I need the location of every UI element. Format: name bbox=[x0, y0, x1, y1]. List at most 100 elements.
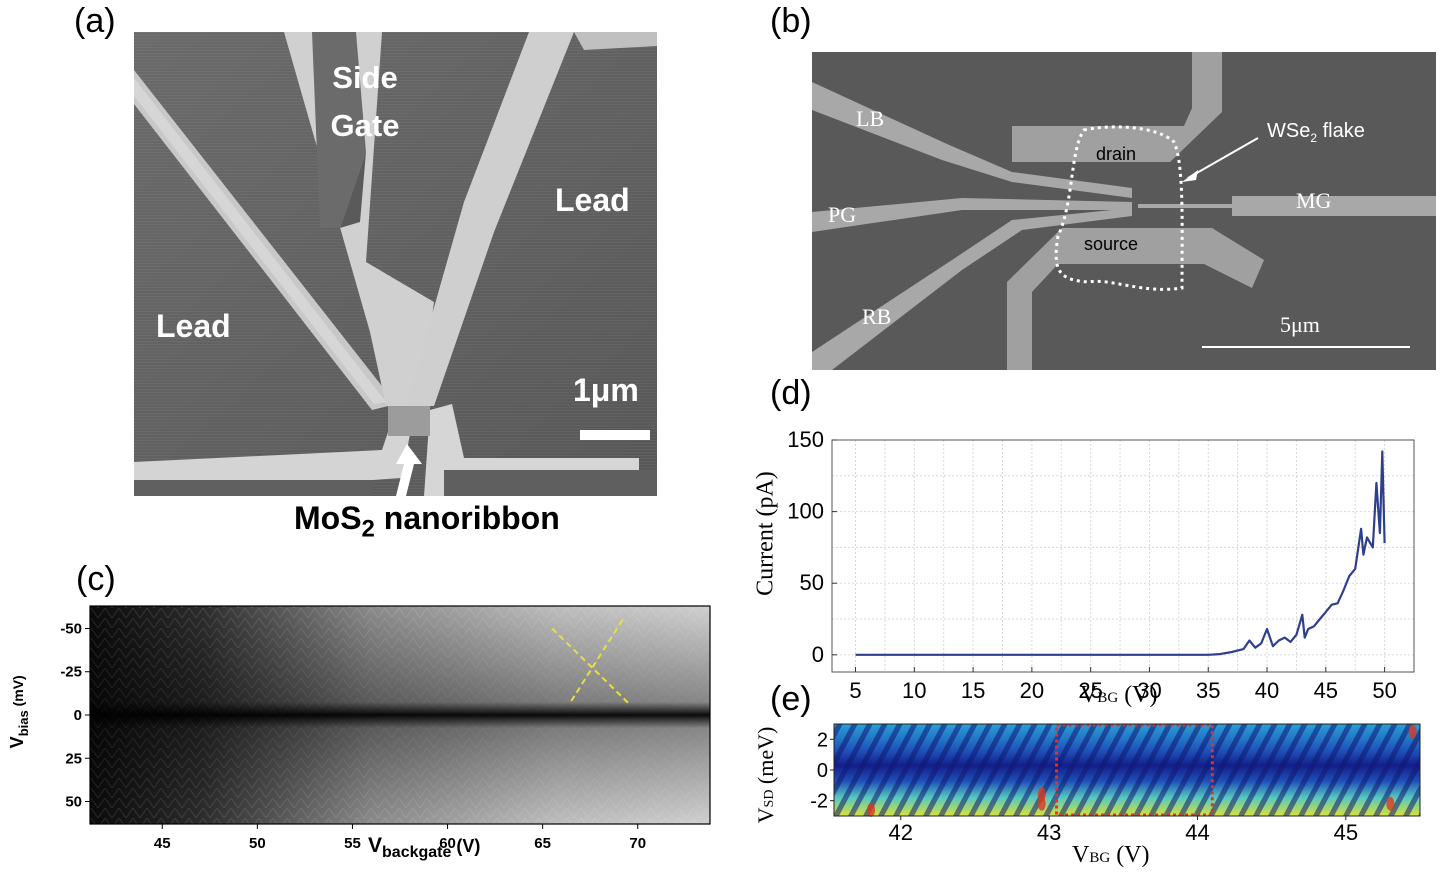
d-plot-area bbox=[855, 450, 1386, 656]
lb-label: LB bbox=[856, 106, 885, 131]
flake-suffix: flake bbox=[1317, 120, 1365, 142]
d-y-tick-label: 150 bbox=[787, 427, 824, 452]
e-x-tick-label: 44 bbox=[1185, 820, 1209, 845]
e-ylabel-sub: SD bbox=[762, 789, 777, 808]
afm-arrow bbox=[396, 444, 422, 496]
d-xlabel-sub: BG bbox=[1097, 690, 1119, 706]
d-y-tick-label: 0 bbox=[812, 642, 824, 667]
d-x-tick-label: 30 bbox=[1137, 678, 1161, 703]
lead-left-label: Lead bbox=[156, 308, 231, 344]
panel-b-sem-image bbox=[812, 52, 1436, 370]
e-xlabel-sub: BG bbox=[1089, 850, 1111, 866]
c-y-tick-label: 0 bbox=[74, 707, 82, 724]
side-gate-label: Side Gate bbox=[320, 54, 410, 150]
c-plot-area bbox=[90, 606, 710, 824]
sem-source-pad bbox=[1007, 228, 1264, 370]
d-frame bbox=[831, 439, 1415, 673]
d-x-tick-label: 25 bbox=[1078, 678, 1102, 703]
afm-right-lead bbox=[406, 32, 574, 406]
e-heatmap-stripes bbox=[834, 724, 1420, 816]
c-x-tick-label: 45 bbox=[154, 835, 171, 852]
c-ylabel: Vbias (mV) bbox=[7, 657, 31, 767]
e-x-tick-label: 45 bbox=[1334, 820, 1358, 845]
d-xlabel-main: V bbox=[1080, 682, 1098, 708]
c-y-tick-label: 25 bbox=[65, 750, 82, 767]
e-y-tick-label: -2 bbox=[810, 791, 828, 813]
pg-label: PG bbox=[828, 202, 857, 227]
d-x-tick-label: 45 bbox=[1314, 678, 1338, 703]
panel-b-label: (b) bbox=[770, 2, 812, 40]
caption-sub: 2 bbox=[361, 515, 375, 543]
c-annotation-line bbox=[551, 627, 629, 704]
panel-a-label: (a) bbox=[74, 2, 116, 40]
d-series-line bbox=[855, 450, 1386, 656]
e-x-tick-label: 43 bbox=[1037, 820, 1061, 845]
c-y-tick-label: 50 bbox=[65, 794, 82, 811]
c-ylabel-sub: bias bbox=[15, 710, 31, 737]
c-xlabel-sub: backgate bbox=[382, 844, 452, 862]
d-x-tick-label: 15 bbox=[961, 678, 985, 703]
c-ylabel-main: V bbox=[7, 736, 28, 749]
e-ylabel-unit: (meV) bbox=[753, 726, 778, 790]
c-y-tick-label: -25 bbox=[60, 664, 82, 681]
d-x-tick-label: 10 bbox=[902, 678, 926, 703]
e-hotspot bbox=[1408, 724, 1417, 739]
d-x-tick-label: 20 bbox=[1020, 678, 1044, 703]
d-x-tick-label: 5 bbox=[849, 678, 861, 703]
e-highlight-box bbox=[1055, 723, 1214, 817]
e-xlabel-unit: (V) bbox=[1110, 842, 1150, 868]
d-grid bbox=[832, 439, 1414, 672]
d-x-tick-label: 50 bbox=[1372, 678, 1396, 703]
e-y-tick-label: 0 bbox=[817, 760, 828, 782]
d-x-tick-label: 35 bbox=[1196, 678, 1220, 703]
d-xlabel: VBG (V) bbox=[1080, 682, 1158, 709]
flake-prefix: WSe bbox=[1267, 120, 1311, 142]
drain-label: drain bbox=[1096, 144, 1137, 164]
mg-label: MG bbox=[1296, 188, 1332, 213]
c-ylabel-unit: (mV) bbox=[10, 675, 27, 711]
e-x-tick-label: 42 bbox=[889, 820, 913, 845]
d-x-tick-label: 40 bbox=[1255, 678, 1279, 703]
nanoribbon-caption: MoS2 nanoribbon bbox=[294, 500, 560, 543]
d-xlabel-unit: (V) bbox=[1118, 682, 1158, 708]
c-xlabel-unit: (V) bbox=[451, 836, 481, 856]
e-ylabel-main: V bbox=[753, 807, 778, 824]
side-gate-line1: Side bbox=[332, 60, 398, 95]
afm-left-lead bbox=[134, 70, 396, 410]
c-y-tick-label: -50 bbox=[60, 620, 82, 637]
panel-e-label: (e) bbox=[770, 680, 812, 718]
d-ylabel: Current (pA) bbox=[752, 471, 779, 596]
rb-label: RB bbox=[862, 304, 892, 329]
e-hotspot bbox=[1037, 787, 1046, 802]
flake-sub: 2 bbox=[1310, 131, 1318, 145]
c-xlabel-main: V bbox=[368, 834, 383, 857]
d-y-tick-label: 50 bbox=[800, 570, 824, 595]
afm-scale-bar bbox=[580, 430, 650, 440]
e-hotspot bbox=[867, 802, 876, 817]
caption-suffix: nanoribbon bbox=[374, 500, 560, 536]
sem-scale-label: 5μm bbox=[1280, 312, 1320, 337]
e-ylabel: VSD (meV) bbox=[753, 705, 779, 845]
c-heatmap-gap bbox=[90, 606, 710, 824]
c-x-tick-label: 55 bbox=[344, 835, 361, 852]
c-annotation-line bbox=[570, 619, 624, 702]
c-x-tick-label: 50 bbox=[249, 835, 266, 852]
side-gate-line2: Gate bbox=[330, 108, 400, 144]
caption-prefix: MoS bbox=[294, 500, 362, 536]
e-plot-area bbox=[834, 723, 1420, 817]
c-xlabel: Vbackgate (V) bbox=[368, 834, 480, 862]
panel-c-label: (c) bbox=[76, 560, 116, 598]
sem-drain-pad bbox=[1012, 52, 1222, 162]
c-x-tick-label: 65 bbox=[534, 835, 551, 852]
lead-right-label: Lead bbox=[555, 182, 630, 218]
source-label: source bbox=[1084, 234, 1139, 254]
afm-scale-label: 1μm bbox=[573, 372, 639, 408]
panel-a-afm-image bbox=[134, 32, 657, 496]
c-x-tick-label: 60 bbox=[439, 835, 456, 852]
